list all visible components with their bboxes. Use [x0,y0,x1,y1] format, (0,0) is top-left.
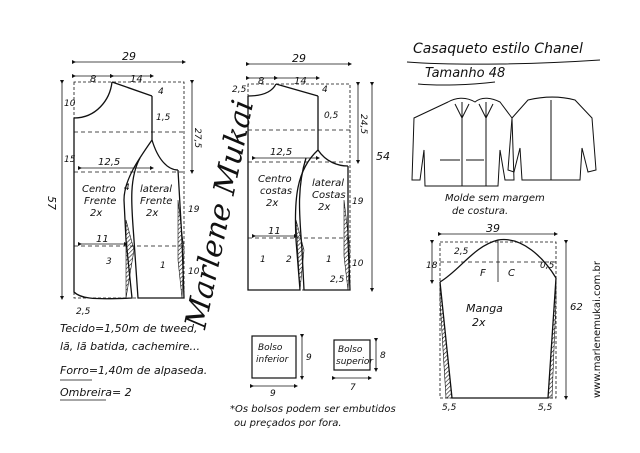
sleeve-qty: 2x [472,316,486,329]
front-hem-offset: 19 [188,205,200,215]
sleeve-bottom-right: 5,5 [538,403,553,413]
site-text: www.marlenemukai.com.br [592,260,603,398]
seam-note-line1: Molde sem margem [445,193,545,204]
materials-line4: Ombreira= 2 [60,386,132,399]
front-neck-depth: 10 [64,99,76,109]
front-shoulder-drop: 4 [158,87,164,97]
back-piece1-label: Centro [258,174,292,185]
back-piece1-qty: 2x [266,198,278,209]
back-dart-a: 1 [260,255,266,265]
front-width-neck: 8 [90,74,96,85]
back-chest-width: 12,5 [270,147,292,158]
back-piece1-sub: costas [260,186,292,197]
materials-line2: lã, lã batida, cachemire... [60,340,200,353]
pockets-note-line2: ou preçados por fora. [234,418,342,429]
front-labels: 29 8 14 10 4 1,5 27,5 15 12,5 57 19 10 1… [45,50,202,317]
pockets-note-line1: *Os bolsos podem ser embutidos [230,404,396,415]
title-line1: Casaqueto estilo Chanel [413,41,583,57]
back-shoulder-drop: 4 [322,85,328,95]
pocket-upper-height: 8 [380,351,386,361]
title-line2: Tamanho 48 [425,66,505,81]
front-armhole-depth: 27,5 [192,128,202,148]
front-dart-c: 1 [160,261,166,271]
sleeve-pattern [439,238,557,399]
pocket-lower-height: 9 [306,353,312,363]
jacket-front-sketch [411,97,515,187]
sleeve-labels: 39 2,5 0,5 18 62 F C Manga 2x 5,5 5,5 [426,222,583,413]
back-dart-b: 2 [286,255,292,265]
back-piece2-sub: Costas [312,190,346,201]
sleeve-label: Manga [466,302,503,315]
pockets-note: *Os bolsos podem ser embutidos ou preçad… [230,404,396,429]
back-waist-width: 11 [268,226,281,237]
front-piece1-label: Centro [82,184,116,195]
back-mid-mark: 0,5 [324,111,339,121]
back-piece2-qty: 2x [318,202,330,213]
back-hem-offset: 19 [352,197,364,207]
front-piece2-qty: 2x [146,208,158,219]
front-piece1-sub: Frente [84,196,116,207]
sleeve-bottom-left: 5,5 [442,403,457,413]
pocket-upper-label2: superior [336,357,374,367]
front-bottom-curve: 2,5 [76,307,91,317]
front-chest-width: 12,5 [98,157,120,168]
pocket-upper: Bolso superior 7 8 [332,338,386,393]
site-watermark: www.marlenemukai.com.br [592,260,603,398]
front-piece2-label: lateral [140,184,172,195]
seam-note: Molde sem margem de costura. [445,193,545,217]
back-piece2-label: lateral [312,178,344,189]
front-waist-width: 11 [96,234,109,245]
back-dart-c: 1 [326,255,332,265]
sleeve-left-height: 18 [426,261,438,271]
back-armhole-depth: 24,5 [358,114,368,134]
front-dart-b: 3 [106,257,112,267]
front-mid-mark: 1,5 [156,113,171,123]
title-block: Casaqueto estilo Chanel Tamanho 48 [406,41,601,86]
pocket-lower-label2: inferior [256,355,290,365]
back-bottom-mark: 2,5 [330,275,345,285]
back-neck-depth: 2,5 [232,85,247,95]
front-length: 57 [45,196,58,210]
front-chest-depth: 15 [64,155,76,165]
back-length: 54 [376,150,390,163]
sleeve-back-mark: C [508,268,515,279]
seam-note-line2: de costura. [452,206,508,217]
front-width-total: 29 [122,50,136,63]
materials-note: Tecido=1,50m de tweed, lã, lã batida, ca… [60,322,207,401]
sleeve-length: 62 [570,302,583,313]
jacket-back-sketch [507,96,597,181]
front-dimensions [60,60,194,300]
pocket-upper-width: 7 [350,383,356,393]
back-lower-height: 10 [352,259,364,269]
pocket-lower: Bolso inferior 9 9 [250,334,312,399]
materials-line1: Tecido=1,50m de tweed, [60,322,197,335]
sleeve-width-top: 39 [486,222,500,235]
sleeve-cap-left: 2,5 [454,247,469,257]
back-labels: 29 8 14 2,5 4 0,5 24,5 12,5 54 19 10 11 … [232,52,390,285]
back-dimensions [246,62,374,292]
sleeve-front-mark: F [480,268,486,279]
back-width-total: 29 [292,52,306,65]
sleeve-dimensions [430,232,568,400]
pocket-lower-label1: Bolso [258,343,283,353]
materials-line3: Forro=1,40m de alpaseda. [60,364,207,377]
front-lower-height: 10 [188,267,200,277]
sleeve-cap-right: 0,5 [540,261,555,271]
front-piece2-sub: Frente [140,196,172,207]
back-width-neck: 8 [258,76,264,87]
back-width-shoulder: 14 [294,76,307,87]
pocket-lower-width: 9 [270,389,276,399]
front-piece1-qty: 2x [90,208,102,219]
back-bodice [247,83,351,291]
front-width-shoulder: 14 [130,74,143,85]
front-dart-a: 4 [124,183,130,193]
pocket-upper-label1: Bolso [338,345,363,355]
